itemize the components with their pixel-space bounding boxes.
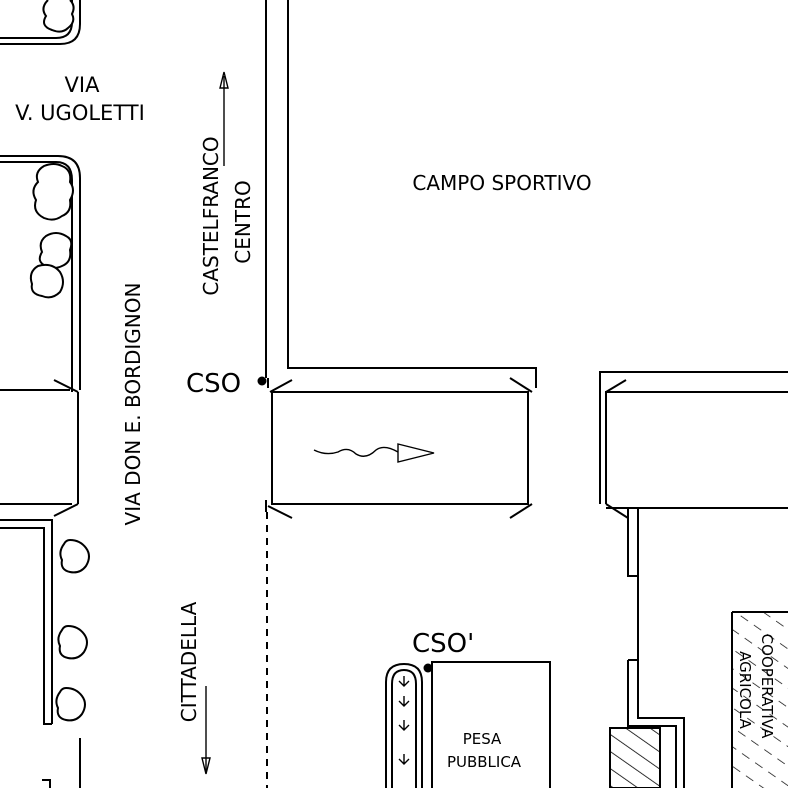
- survey-point-icon: [257, 376, 267, 386]
- castelfranco-road: [265, 0, 537, 788]
- direction-arrow-icon: [201, 686, 211, 775]
- direction-label-castelfranco: CENTRO: [231, 180, 255, 263]
- direction-label-cittadella: CITTADELLA: [177, 601, 201, 722]
- tree-icon: [55, 686, 86, 722]
- pesa-pubblica-building: [431, 661, 551, 788]
- direction-arrow-icon: [219, 71, 229, 166]
- street-label-bordignon: VIA DON E. BORDIGNON: [121, 283, 145, 526]
- lane-arrows: [398, 676, 410, 765]
- point-label-cso: CSO: [186, 369, 241, 399]
- survey-point-icon: [423, 663, 433, 673]
- central-island: [265, 377, 533, 519]
- weighbridge-lane: [385, 662, 423, 788]
- tree-icon: [42, 0, 75, 33]
- building-label-pesa: PUBBLICA: [447, 753, 522, 771]
- cooperativa-area: [731, 611, 788, 788]
- tree-icon: [29, 263, 64, 299]
- east-block: [599, 371, 788, 788]
- tree-icon: [59, 538, 90, 574]
- street-label-ugoletti: VIA: [65, 73, 101, 97]
- tree-icon: [57, 624, 88, 660]
- area-label-campo-sportivo: CAMPO SPORTIVO: [412, 171, 591, 195]
- tree-icon: [32, 163, 74, 221]
- direction-arrow-icon: [313, 443, 435, 463]
- west-crossing-block: [0, 379, 81, 788]
- point-label-cso-prime: CSO': [412, 629, 474, 659]
- curb-ugoletti-south: [0, 155, 81, 392]
- building-label-pesa: PESA: [463, 730, 502, 748]
- direction-label-castelfranco: CASTELFRANCO: [199, 136, 223, 295]
- street-label-ugoletti: V. UGOLETTI: [15, 101, 145, 125]
- tree-icon: [38, 232, 73, 269]
- hatched-building: [609, 727, 661, 788]
- area-label-cooperativa: AGRICOLA: [736, 651, 754, 729]
- area-label-cooperativa: COOPERATIVA: [758, 634, 776, 739]
